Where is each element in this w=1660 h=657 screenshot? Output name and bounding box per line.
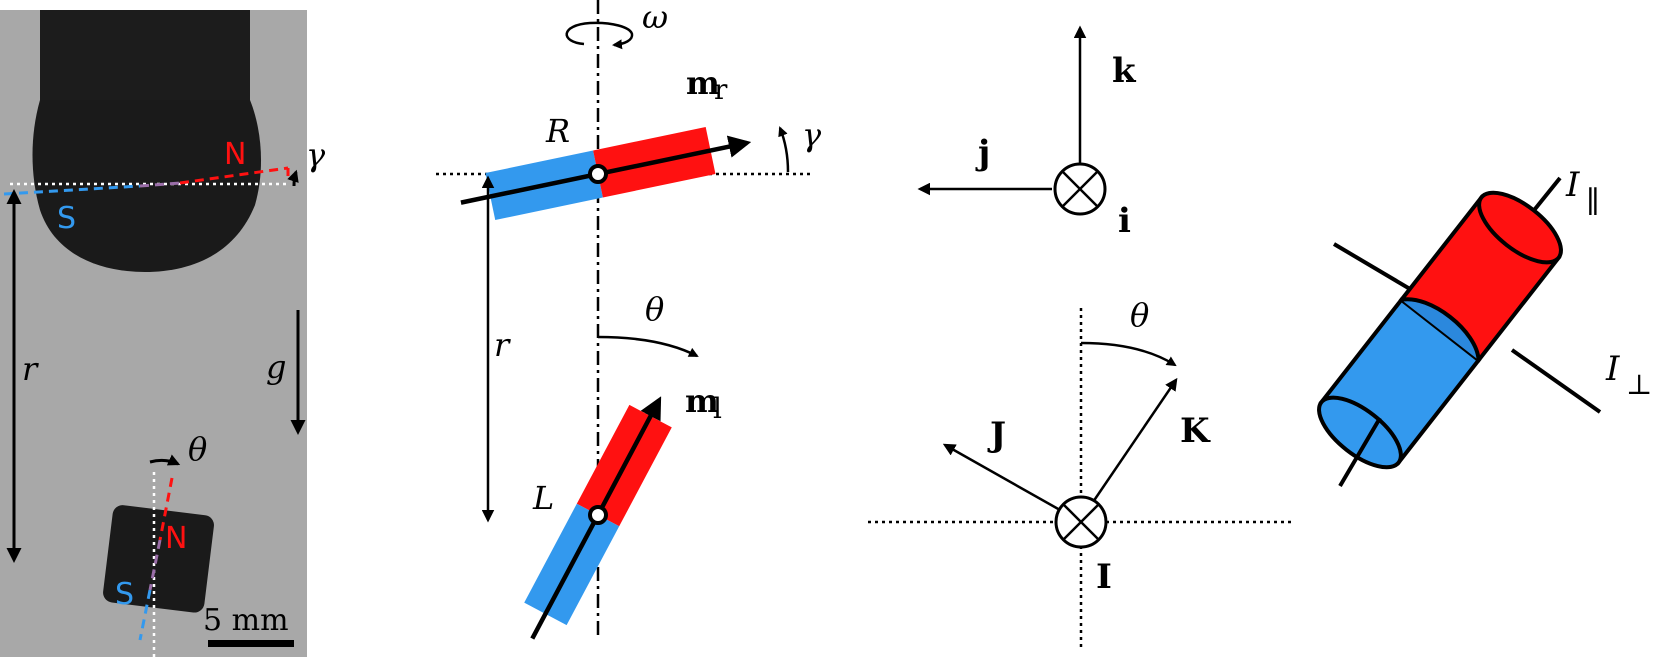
omega-label: ω	[642, 0, 668, 36]
photo-g-label: g	[266, 348, 286, 386]
I-perpendicular-subscript: ⊥	[1626, 368, 1652, 401]
I-parallel-label: I	[1565, 165, 1580, 205]
I-perpendicular-label: I	[1605, 349, 1620, 389]
m-l-subscript: l	[713, 392, 722, 425]
cube-magnet	[103, 505, 214, 613]
schematic-r-label: r	[494, 326, 511, 364]
frames-theta-arc	[1080, 341, 1177, 367]
schematic-panel: ω m r R γ r θ m l L	[436, 0, 822, 640]
schematic-theta-label: θ	[645, 290, 664, 328]
photo-theta-arc	[149, 454, 181, 466]
cylinder-north-cap	[1477, 190, 1563, 265]
frames-theta-label: θ	[1130, 296, 1149, 334]
m-r-label: m	[686, 64, 720, 102]
photo-dipole-south-bottom	[138, 589, 152, 641]
inertia-panel: I ∥ I ⊥	[1317, 165, 1652, 488]
J-axis-arrow	[942, 443, 1061, 512]
I-label: I	[1096, 557, 1112, 597]
photo-north-label-top: N	[224, 137, 246, 172]
schematic-gamma-label: γ	[802, 116, 822, 154]
photo-south-label-bottom: S	[115, 577, 134, 612]
i-label: i	[1118, 201, 1131, 241]
R-label: R	[545, 112, 570, 150]
k-label: k	[1112, 51, 1137, 91]
photo-dipole-mid-top	[139, 181, 181, 188]
frames-panel: k j i θ J K I	[868, 25, 1295, 650]
I-parallel-subscript: ∥	[1586, 185, 1600, 220]
photo-gamma-label: γ	[306, 136, 326, 174]
K-axis-arrow	[1091, 377, 1178, 503]
photo-south-label-top: S	[57, 201, 76, 236]
J-label: J	[987, 415, 1006, 455]
rotating-magnet-center	[588, 164, 608, 184]
photo-north-label-bottom: N	[165, 521, 187, 556]
m-l-label: m	[685, 382, 719, 420]
photo-dipole-north-top	[179, 166, 289, 185]
photo-r-label: r	[22, 350, 39, 388]
inertia-cylinder	[1317, 190, 1563, 470]
i-axis-into-page-icon	[1053, 162, 1107, 216]
schematic-theta-arc	[597, 335, 699, 358]
L-label: L	[532, 479, 554, 517]
photo-scale-bar	[208, 640, 294, 647]
I-axis-into-page-icon	[1054, 495, 1108, 549]
j-label: j	[975, 133, 990, 173]
photo-gamma-arc	[287, 169, 299, 187]
K-label: K	[1180, 411, 1211, 451]
cylinder-south-cap	[1317, 395, 1403, 470]
photo-panel: N S N S r g θ 5 mm	[0, 10, 307, 657]
schematic-gamma-arc	[778, 126, 790, 173]
photo-dipole-south-top	[3, 184, 141, 196]
lower-magnet-center	[588, 505, 608, 525]
perpendicular-axis-front	[1510, 348, 1602, 414]
omega-rotation-arrow	[565, 21, 634, 50]
holder-rod	[40, 10, 250, 100]
photo-theta-label: θ	[188, 430, 207, 468]
cylinder-seam	[1401, 297, 1481, 361]
photo-scale-label: 5 mm	[203, 603, 289, 638]
photo-dipole-north-bottom	[158, 477, 174, 541]
m-r-subscript: r	[714, 73, 728, 106]
photo-dipole-mid-bottom	[148, 539, 162, 591]
parallel-axis-front	[1338, 416, 1382, 488]
